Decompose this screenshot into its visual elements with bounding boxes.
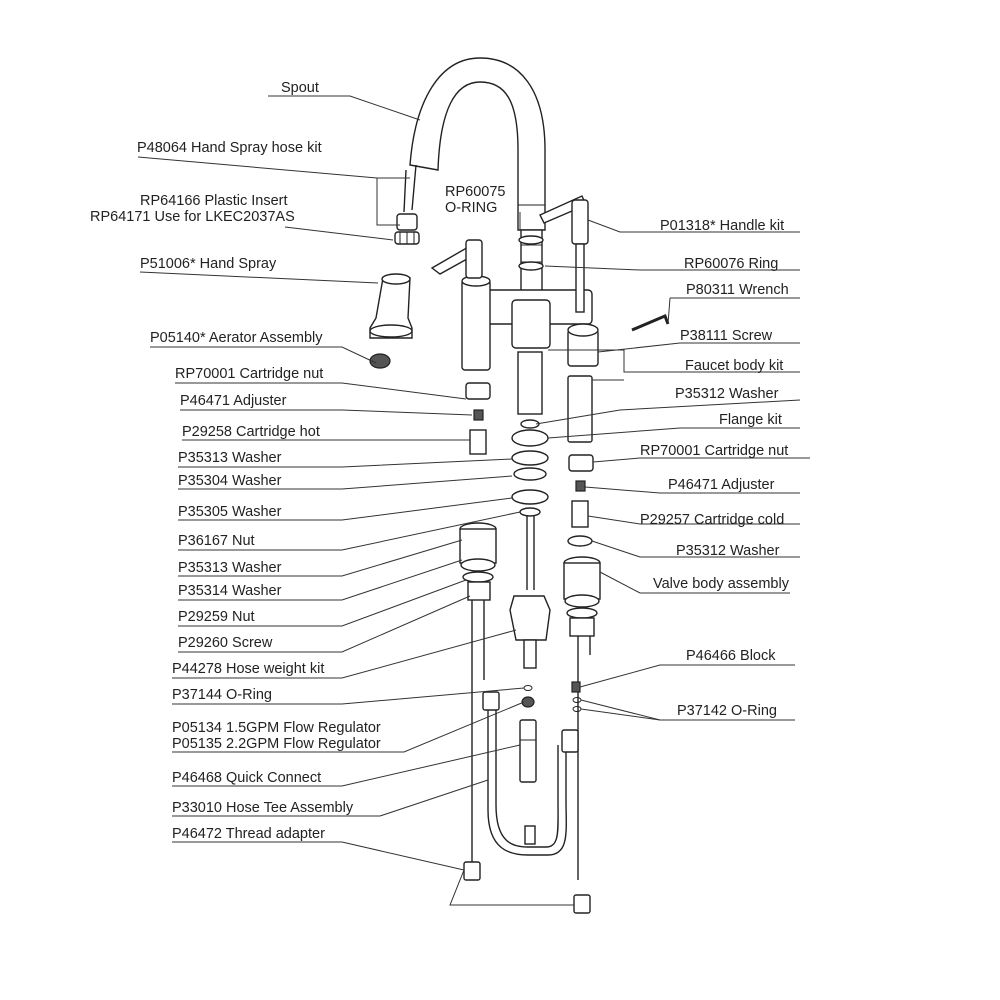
quick-connect-part (519, 719, 537, 783)
wrench-part (631, 314, 670, 332)
cartridge-nut-cold-part (568, 454, 594, 472)
label-cartridge-cold: P29257 Cartridge cold (640, 512, 784, 528)
hose-tee-part (487, 706, 567, 856)
label-hand-spray: P51006* Hand Spray (140, 256, 277, 272)
flange-part (511, 429, 549, 447)
label-wrench: P80311 Wrench (686, 282, 789, 298)
label-adjuster-cold: P46471 Adjuster (668, 477, 775, 493)
thread-adapter-left-part (463, 861, 481, 881)
block-part (571, 681, 581, 693)
label-o-ring-rp60075-name: O-RING (445, 200, 497, 216)
label-washer-p35312-a: P35312 Washer (675, 386, 779, 402)
o-ring-center-part (523, 685, 533, 691)
label-hose-tee-assembly: P33010 Hose Tee Assembly (172, 800, 354, 816)
label-valve-body-assembly: Valve body assembly (653, 576, 790, 592)
labels-right: RP60075 O-RING P01318* Handle kit RP6007… (445, 184, 790, 719)
label-washer-p35305: P35305 Washer (178, 504, 282, 520)
spray-hose-part (411, 164, 417, 211)
label-washer-p35304: P35304 Washer (178, 473, 282, 489)
label-o-ring-rp60075-code: RP60075 (445, 184, 505, 200)
hose-weight-part (509, 595, 551, 641)
label-cartridge-nut-hot: RP70001 Cartridge nut (175, 366, 323, 382)
label-o-ring-p37142: P37142 O-Ring (677, 703, 777, 719)
label-cartridge-nut-cold: RP70001 Cartridge nut (640, 443, 788, 459)
adjuster-hot-part (473, 409, 484, 421)
washer-cold-part (567, 535, 593, 547)
label-adjuster-hot: P46471 Adjuster (180, 393, 287, 409)
aerator-part (369, 353, 391, 369)
labels-left: Spout P48064 Hand Spray hose kit RP64166… (90, 80, 381, 842)
cartridge-hot-part (469, 429, 487, 455)
valve-body-left-part (459, 522, 497, 870)
label-washer-p35313-a: P35313 Washer (178, 450, 282, 466)
label-washer-p35314: P35314 Washer (178, 583, 282, 599)
label-nut-p36167: P36167 Nut (178, 533, 255, 549)
label-spout: Spout (281, 80, 319, 96)
o-ring-right-part (572, 697, 582, 703)
parts-illustration (369, 57, 670, 914)
label-plastic-insert: RP64166 Plastic Insert (140, 193, 288, 209)
cartridge-nut-hot-part (465, 382, 491, 400)
plastic-insert-part (396, 213, 418, 231)
valve-body-right-part (563, 556, 601, 880)
label-plastic-insert-use: RP64171 Use for LKEC2037AS (90, 209, 295, 225)
label-thread-adapter: P46472 Thread adapter (172, 826, 325, 842)
leader-lines (137, 95, 810, 906)
label-ring-rp60076: RP60076 Ring (684, 256, 778, 272)
label-hose-weight-kit: P44278 Hose weight kit (172, 661, 324, 677)
label-cartridge-hot: P29258 Cartridge hot (182, 424, 320, 440)
label-handle-kit: P01318* Handle kit (660, 218, 784, 234)
label-flow-regulator-22: P05135 2.2GPM Flow Regulator (172, 736, 381, 752)
flow-regulator-part (521, 696, 535, 708)
shank-part (517, 351, 543, 415)
spout-part (409, 57, 546, 231)
label-aerator-assembly: P05140* Aerator Assembly (150, 330, 323, 346)
label-hand-spray-hose-kit: P48064 Hand Spray hose kit (137, 140, 322, 156)
label-nut-p29259: P29259 Nut (178, 609, 255, 625)
label-flange-kit: Flange kit (719, 412, 782, 428)
cartridge-cold-part (571, 500, 589, 528)
label-washer-p35313-b: P35313 Washer (178, 560, 282, 576)
label-screw-p38111: P38111 Screw (680, 328, 773, 344)
thread-adapter-right-part (573, 894, 591, 914)
label-screw-p29260: P29260 Screw (178, 635, 273, 651)
label-faucet-body-kit: Faucet body kit (685, 358, 783, 374)
label-flow-regulator-15: P05134 1.5GPM Flow Regulator (172, 720, 381, 736)
adjuster-cold-part (575, 480, 586, 492)
label-o-ring-p37144: P37144 O-Ring (172, 687, 272, 703)
label-block: P46466 Block (686, 648, 776, 664)
label-washer-p35312-b: P35312 Washer (676, 543, 780, 559)
hand-spray-part (369, 277, 413, 339)
label-quick-connect: P46468 Quick Connect (172, 770, 321, 786)
